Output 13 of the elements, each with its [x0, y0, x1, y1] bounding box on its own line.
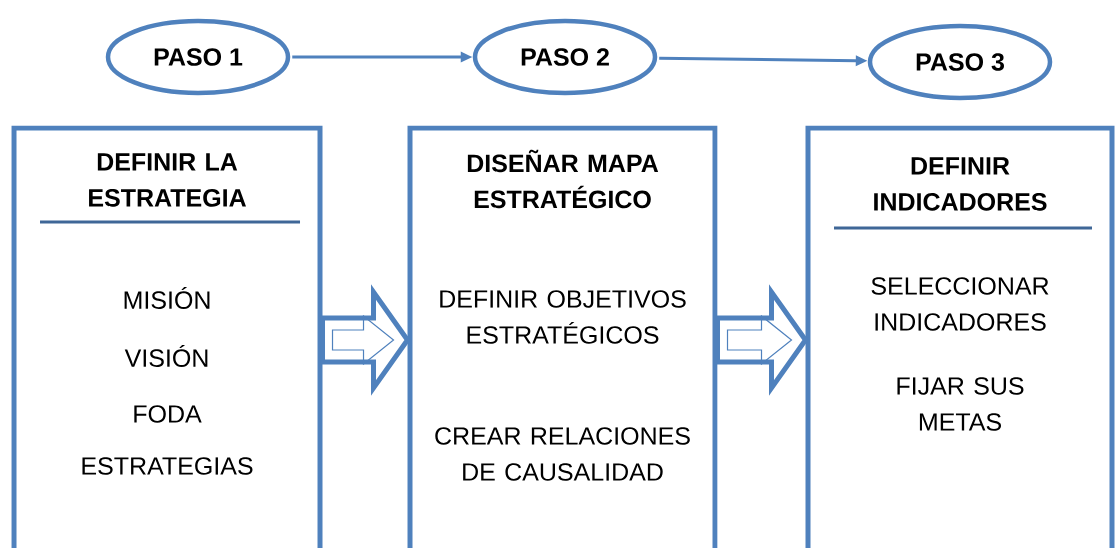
box-item: CREAR RELACIONES DE CAUSALIDAD: [435, 427, 690, 481]
box-heading: DISEÑAR MAPA ESTRATÉGICO: [467, 149, 659, 209]
box-item: FODA: [134, 405, 202, 423]
box-item: MISIÓN: [124, 287, 210, 309]
block-arrow: [715, 284, 809, 396]
box-item: VISIÓN: [124, 345, 208, 367]
box-item: DEFINIR OBJETIVOS ESTRATÉGICOS: [440, 290, 686, 344]
box-heading: DEFINIR INDICADORES: [874, 157, 1047, 211]
box-item: SELECCIONAR INDICADORES: [871, 277, 1049, 331]
block-arrow: [320, 284, 411, 396]
box-heading: DEFINIR LA ESTRATEGIA: [89, 153, 246, 207]
box-item: FIJAR SUS METAS: [897, 377, 1024, 431]
box-item: ESTRATEGIAS: [82, 457, 253, 475]
